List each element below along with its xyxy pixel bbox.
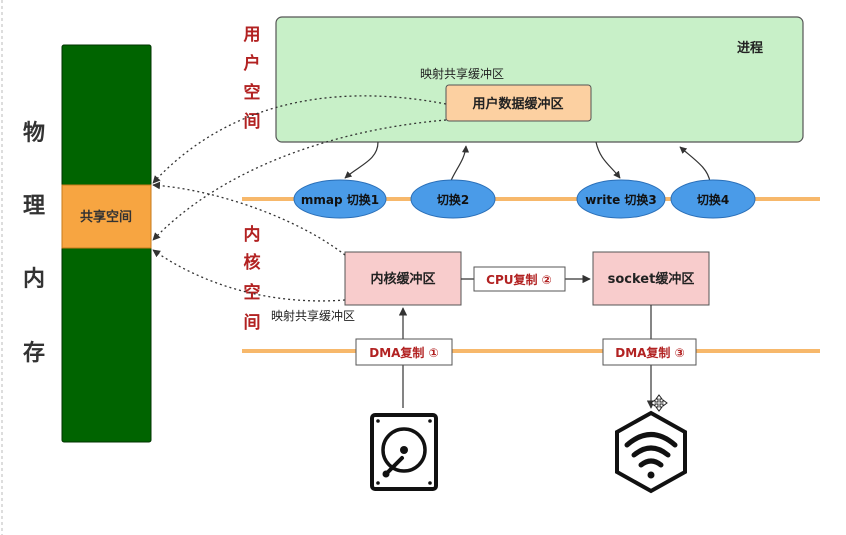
map-curve-user-bottom [152, 119, 447, 241]
shared-space-block [61, 184, 152, 249]
dma-copy-3-box [602, 338, 697, 366]
switch4-ellipse [670, 179, 756, 219]
switch1-label: mmap 切换1 [301, 192, 379, 207]
physical-memory-char-4: 存 [23, 340, 45, 366]
switch2-arrow [449, 145, 470, 184]
user-space-char-2: 户 [244, 53, 261, 74]
user-space-char-1: 用 [244, 25, 261, 45]
switch2-label: 切换2 [437, 192, 469, 207]
switch3-label: write 切换3 [585, 192, 657, 207]
user-buffer-label: 用户数据缓冲区 [471, 96, 563, 112]
move-cursor-icon [650, 394, 668, 412]
physical-memory-char-3: 内 [23, 267, 45, 292]
kernel-buffer-box [344, 251, 462, 306]
cpu-copy-box [473, 266, 566, 292]
wifi-icon [615, 410, 687, 494]
switch1-arrow [344, 141, 379, 179]
cpu-copy-label: CPU复制 ② [486, 272, 552, 287]
process-title: 进程 [737, 41, 763, 56]
process-box [275, 16, 804, 143]
switch2-ellipse [410, 179, 496, 219]
kernel-space-char-3: 空 [244, 282, 261, 303]
hard-disk-icon [370, 413, 438, 491]
physical-memory-char-2: 理 [23, 194, 45, 219]
switch4-arrow [679, 146, 711, 183]
map-curve-user-top [152, 95, 447, 184]
shared-space-label: 共享空间 [80, 209, 132, 225]
dma-copy-1-label: DMA复制 ① [369, 345, 439, 360]
socket-buffer-label: socket缓冲区 [608, 271, 695, 287]
kernel-space-char-2: 核 [244, 252, 261, 273]
user-space-char-4: 间 [244, 111, 261, 132]
kernel-space-char-1: 内 [244, 224, 261, 245]
user-space-char-3: 空 [244, 82, 261, 103]
switch3-ellipse [576, 179, 666, 219]
switch3-arrow [595, 141, 621, 179]
kernel-space-char-4: 间 [244, 312, 261, 333]
dma-copy-1-box [355, 338, 453, 366]
map-label-top: 映射共享缓冲区 [420, 66, 504, 81]
kernel-buffer-label: 内核缓冲区 [370, 271, 435, 287]
map-label-bottom: 映射共享缓冲区 [271, 308, 355, 323]
physical-memory-char-1: 物 [23, 120, 45, 146]
dma-copy-3-label: DMA复制 ③ [615, 345, 685, 360]
switch1-ellipse [293, 179, 387, 219]
user-buffer-box [445, 84, 592, 122]
socket-buffer-box [592, 251, 710, 306]
map-curve-kernel-top [152, 181, 346, 256]
map-curve-kernel-bottom [152, 249, 346, 302]
switch4-label: 切换4 [697, 192, 729, 207]
